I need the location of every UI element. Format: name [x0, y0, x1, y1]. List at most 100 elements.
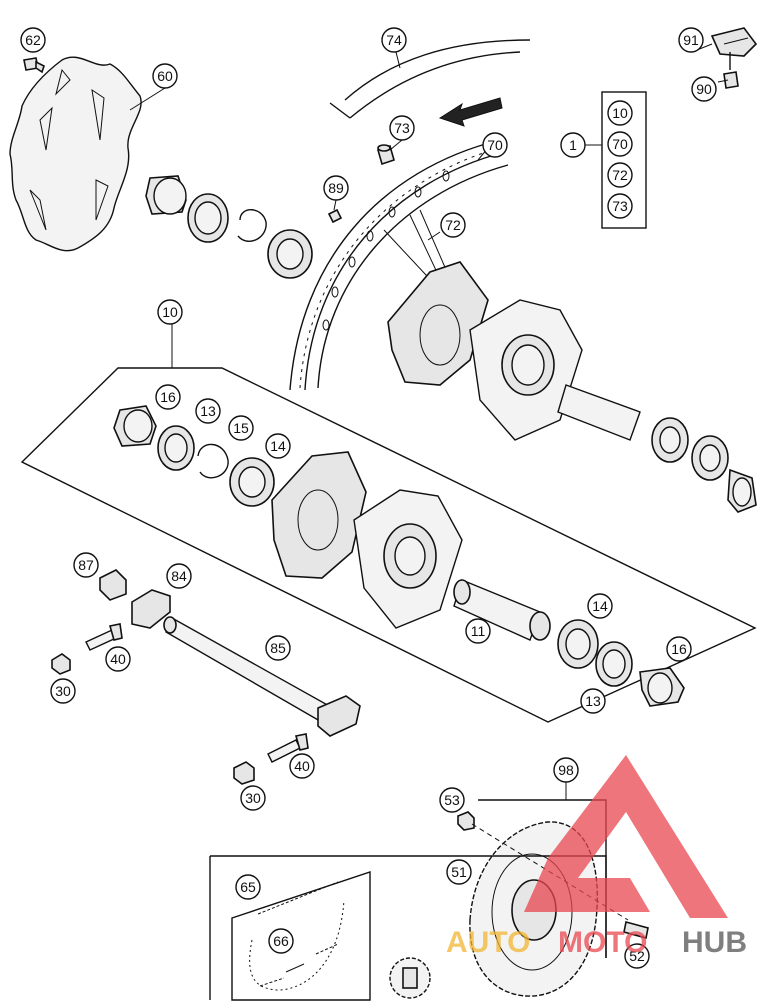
- callout-53-label: 53: [444, 792, 460, 808]
- callout-72-label: 72: [445, 217, 461, 233]
- spacer-11: [453, 579, 551, 641]
- callout-13-left: 13: [195, 398, 221, 424]
- callout-10-label: 10: [162, 304, 178, 320]
- nut-90: [723, 71, 739, 89]
- chain-65: [249, 881, 345, 991]
- callout-14-left: 14: [265, 433, 291, 459]
- screw-40-right: [267, 733, 309, 763]
- callout-53: 53: [439, 787, 465, 813]
- callout-16-left-label: 16: [160, 389, 176, 405]
- nut-30-left: [51, 653, 71, 675]
- callout-74: 74: [381, 27, 407, 53]
- callout-85: 85: [265, 635, 291, 661]
- callout-66-label: 66: [273, 933, 289, 949]
- chain-links-66: [259, 943, 339, 987]
- callout-84-label: 84: [171, 568, 187, 584]
- callout-70-label: 70: [487, 137, 503, 153]
- nut-53: [457, 811, 475, 831]
- kit-callout-70-label: 70: [612, 136, 628, 152]
- callout-72: 72: [440, 212, 466, 238]
- callout-30-left: 30: [50, 678, 76, 704]
- callout-84: 84: [166, 563, 192, 589]
- hub-assembled: [387, 261, 757, 513]
- callout-98: 98: [553, 757, 579, 783]
- hub-body: [271, 451, 463, 629]
- callout-62-label: 62: [25, 32, 41, 48]
- watermark-hub: HUB: [682, 926, 747, 959]
- callout-11: 11: [465, 618, 491, 644]
- callout-51: 51: [446, 859, 472, 885]
- callout-51-label: 51: [451, 864, 467, 880]
- watermark-triangle-icon: [524, 755, 728, 918]
- kit-callout-1: 1: [560, 132, 586, 158]
- callout-98-label: 98: [558, 762, 574, 778]
- callout-91-label: 91: [683, 32, 699, 48]
- callout-11-label: 11: [471, 623, 486, 639]
- brake-disc-60: [9, 56, 142, 252]
- callout-16-left: 16: [155, 384, 181, 410]
- callout-65-label: 65: [240, 879, 256, 895]
- kit-callout-73: 73: [607, 193, 633, 219]
- kit-callout-10-label: 10: [612, 105, 628, 121]
- callout-13-right: 13: [580, 688, 606, 714]
- callout-13-right-label: 13: [585, 693, 601, 709]
- callout-85-label: 85: [270, 640, 286, 656]
- kit-callout-73-label: 73: [612, 198, 628, 214]
- tire-74: [329, 39, 531, 119]
- callout-15-label: 15: [233, 420, 249, 436]
- callout-90: 90: [691, 76, 717, 102]
- nut-30-right: [233, 761, 255, 785]
- callout-14-right-label: 14: [592, 598, 608, 614]
- callout-74-label: 74: [386, 32, 402, 48]
- rim-70: [289, 139, 509, 391]
- callout-73-label: 73: [394, 120, 410, 136]
- callout-10: 10: [157, 299, 183, 325]
- callout-73: 73: [389, 115, 415, 141]
- callout-62: 62: [20, 27, 46, 53]
- watermark-moto: MOTO: [558, 926, 647, 959]
- callout-52: 52: [624, 943, 650, 969]
- chain-adjuster-84: [131, 589, 171, 629]
- callout-91: 91: [678, 27, 704, 53]
- callout-40-left: 40: [105, 646, 131, 672]
- watermark-auto: AUTO: [446, 926, 530, 959]
- callout-87-label: 87: [78, 557, 94, 573]
- rim-holes: [322, 170, 450, 331]
- hub-bearings-left: [113, 405, 275, 507]
- callout-65: 65: [235, 874, 261, 900]
- kit-callout-1-label: 1: [569, 137, 577, 153]
- bolt-62: [23, 57, 45, 74]
- front-sprocket: [389, 957, 431, 999]
- hub-bearings-right: [557, 619, 685, 707]
- callout-13-left-label: 13: [200, 403, 216, 419]
- callout-70: 70: [482, 132, 508, 158]
- rim-lock-91: [710, 27, 758, 70]
- callout-52-label: 52: [629, 948, 645, 964]
- callout-14-left-label: 14: [270, 438, 286, 454]
- direction-arrow-icon: [438, 97, 503, 127]
- callout-60: 60: [152, 63, 178, 89]
- kit-callout-10: 10: [607, 100, 633, 126]
- bolt-52: [623, 921, 649, 939]
- callout-40-left-label: 40: [110, 651, 126, 667]
- axle-85: [163, 616, 361, 737]
- kit-callout-72: 72: [607, 162, 633, 188]
- callout-87: 87: [73, 552, 99, 578]
- callout-14-right: 14: [587, 593, 613, 619]
- kit-callout-72-label: 72: [612, 167, 628, 183]
- callout-60-label: 60: [157, 68, 173, 84]
- watermark-logo: AUTO MOTO HUB: [446, 755, 747, 959]
- callout-30-left-label: 30: [55, 683, 71, 699]
- hub-group-frame: [20, 324, 757, 723]
- nut-87: [99, 569, 127, 601]
- callout-16-right: 16: [666, 636, 692, 662]
- callout-40-right-label: 40: [294, 758, 310, 774]
- callout-89-label: 89: [328, 180, 344, 196]
- callout-16-right-label: 16: [671, 641, 687, 657]
- callout-30-right-label: 30: [245, 790, 261, 806]
- callout-66: 66: [268, 928, 294, 954]
- callout-40-right: 40: [289, 753, 315, 779]
- kit-callout-70: 70: [607, 131, 633, 157]
- upper-bearing-stack: [145, 175, 313, 279]
